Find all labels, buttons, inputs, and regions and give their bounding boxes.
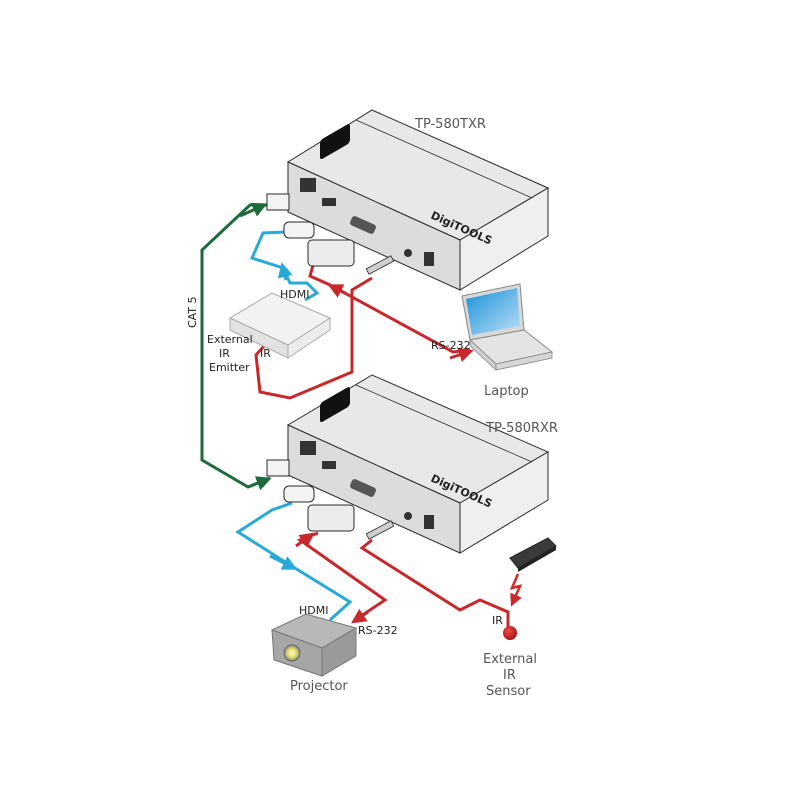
tx-side-face	[459, 187, 549, 291]
ir-emitter-device	[228, 292, 332, 359]
cat5-arrow-bottom	[247, 476, 272, 491]
tx-hdmi-connector	[283, 221, 315, 239]
rx-power-port	[424, 515, 434, 529]
rs232-arrow-laptop	[449, 347, 474, 362]
sensor-label-line2: IR	[503, 668, 516, 683]
rx-cat5-connector	[266, 459, 290, 477]
hdmi-cable-rx	[235, 501, 353, 622]
rs232-arrow-rx-top	[295, 532, 315, 548]
rx-brand-logo-icon	[320, 387, 350, 422]
tx-hdmi-port	[322, 198, 336, 206]
emitter-label-line3: Emitter	[209, 361, 250, 374]
emitter-ir-label: IR	[260, 347, 271, 360]
rs232-arrow-projector	[351, 608, 369, 624]
tx-power-port	[424, 252, 434, 266]
tx-rs232-port	[350, 216, 376, 234]
cat5-arrow-top	[239, 202, 268, 218]
projector-label: Projector	[290, 679, 348, 694]
rx-side-face	[459, 451, 549, 554]
transmitter-device: DigiTOOLS	[266, 109, 550, 291]
projector-icon	[270, 613, 358, 677]
ir-signal-icon	[509, 573, 523, 607]
rx-line-port	[300, 441, 316, 455]
ir-cable-rx	[359, 538, 510, 628]
tx-line-port	[300, 178, 316, 192]
rx-model-label: TP-580RXR	[485, 421, 558, 436]
projector-hdmi-label: HDMI	[299, 604, 328, 617]
sensor-label-line1: External	[483, 652, 537, 667]
tx-model-label: TP-580TXR	[414, 117, 486, 132]
emitter-hdmi-label: HDMI	[280, 288, 309, 301]
hdmi-arrow-rx	[269, 554, 298, 570]
tx-ir-plug	[365, 255, 395, 275]
ir-cable-tx	[254, 276, 373, 400]
sensor-label-line3: Sensor	[486, 684, 531, 699]
rx-rs232-connector	[307, 504, 355, 532]
projector-rs232-label: RS-232	[358, 624, 398, 637]
receiver-device: DigiTOOLS	[266, 374, 550, 554]
rs232-arrow-tx	[327, 284, 346, 298]
tx-brand-logo-icon	[320, 124, 350, 159]
ir-sensor-icon	[503, 626, 517, 640]
rx-ir-port	[404, 512, 412, 520]
tx-rs232-connector	[307, 239, 355, 267]
laptop-label: Laptop	[484, 384, 529, 399]
cat5-label: CAT 5	[186, 296, 199, 328]
laptop-icon	[461, 283, 554, 371]
tx-cat5-connector	[266, 193, 290, 211]
laptop-rs232-label: RS-232	[431, 339, 471, 352]
tx-ir-port	[404, 249, 412, 257]
cat5-cable	[200, 203, 271, 489]
emitter-label-line1: External	[207, 333, 253, 346]
rx-ir-plug	[365, 520, 395, 540]
rx-hdmi-connector	[283, 485, 315, 503]
remote-control-icon	[509, 537, 557, 572]
rx-top-seam	[355, 384, 533, 463]
rx-rs232-port	[350, 479, 376, 497]
emitter-label-line2: IR	[219, 347, 230, 360]
hdmi-arrow-tx	[277, 262, 293, 281]
rx-hdmi-port	[322, 461, 336, 469]
tx-top-seam	[355, 119, 533, 199]
sensor-ir-label: IR	[492, 614, 503, 627]
